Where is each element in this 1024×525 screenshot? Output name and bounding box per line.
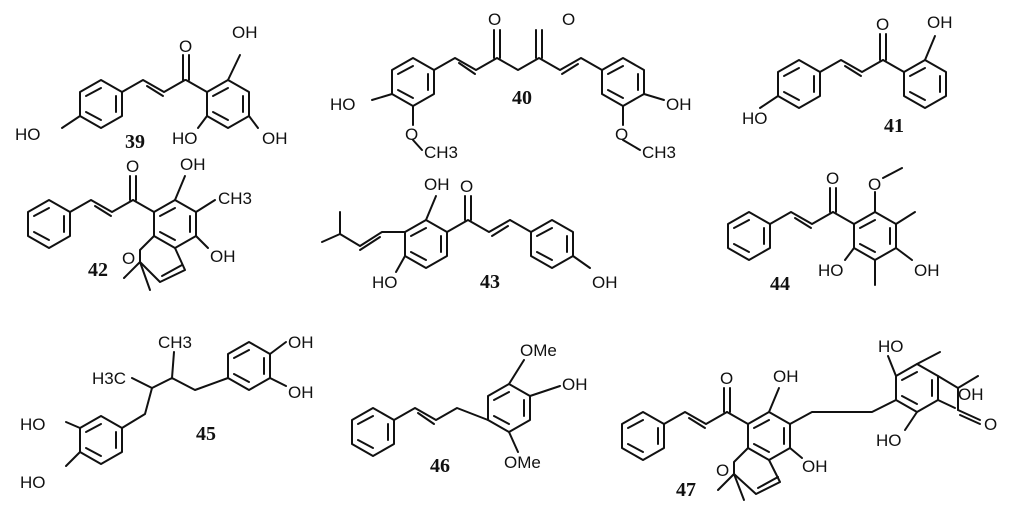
atom-label: O (488, 10, 501, 29)
compound-41: O OH HO 41 (742, 13, 953, 137)
atom-label: O (876, 15, 889, 34)
compound-47: O OH HO OH OH HO O O 47 (621, 337, 997, 501)
atom-label: HO (878, 337, 904, 356)
atom-label: HO (20, 415, 46, 434)
atom-label: O (984, 415, 997, 434)
compound-number: 43 (480, 271, 500, 293)
atom-label: HO (372, 273, 398, 292)
atom-label: O (720, 369, 733, 388)
atom-label: HO (742, 109, 768, 128)
compound-46: OMe OH OMe 46 (351, 341, 588, 477)
atom-label: O (716, 461, 729, 480)
compound-45: OH OH CH3 H3C HO HO 45 (20, 333, 314, 492)
atom-label: OH (232, 23, 258, 42)
compound-44: O O HO OH 44 (727, 167, 940, 295)
atom-label: O (615, 125, 628, 144)
atom-label: HO (15, 125, 41, 144)
atom-label: CH3 (218, 189, 252, 208)
atom-label: CH3 (158, 333, 192, 352)
atom-label: HO (330, 95, 356, 114)
atom-label: O (562, 10, 575, 29)
atom-label: O (405, 125, 418, 144)
atom-label: OH (210, 247, 236, 266)
compound-number: 47 (676, 479, 696, 501)
atom-label: CH3 (424, 143, 458, 162)
atom-label: OH (914, 261, 940, 280)
compound-number: 40 (512, 87, 532, 109)
atom-label: OH (424, 175, 450, 194)
atom-label: OH (592, 273, 618, 292)
atom-label: O (460, 177, 473, 196)
compound-number: 42 (88, 259, 108, 281)
compound-43: OH O HO OH 43 (321, 175, 618, 293)
atom-label: O (826, 169, 839, 188)
atom-label: HO (818, 261, 844, 280)
atom-label: HO (172, 129, 198, 148)
atom-label: OMe (504, 453, 541, 472)
atom-label: OH (288, 333, 314, 352)
atom-label: CH3 (642, 143, 676, 162)
atom-label: O (868, 175, 881, 194)
atom-label: H3C (92, 369, 126, 388)
atom-label: OH (802, 457, 828, 476)
compound-number: 39 (125, 131, 145, 153)
compound-39: HO O OH HO OH 39 (15, 23, 288, 153)
atom-label: OH (666, 95, 692, 114)
atom-label: OH (927, 13, 953, 32)
atom-label: O (179, 37, 192, 56)
atom-label: HO (876, 431, 902, 450)
compound-42: O OH CH3 OH O 42 (27, 155, 252, 291)
atom-label: O (126, 157, 139, 176)
compound-number: 46 (430, 455, 450, 477)
atom-label: O (122, 249, 135, 268)
atom-label: OMe (520, 341, 557, 360)
atom-label: OH (773, 367, 799, 386)
atom-label: OH (262, 129, 288, 148)
compound-number: 41 (884, 115, 904, 137)
atom-label: OH (180, 155, 206, 174)
compound-40: O O HO O CH3 OH O CH3 40 (330, 10, 692, 162)
compound-number: 45 (196, 423, 216, 445)
atom-label: OH (288, 383, 314, 402)
atom-label: OH (562, 375, 588, 394)
atom-label: OH (958, 385, 984, 404)
compound-number: 44 (770, 273, 790, 295)
atom-label: HO (20, 473, 46, 492)
